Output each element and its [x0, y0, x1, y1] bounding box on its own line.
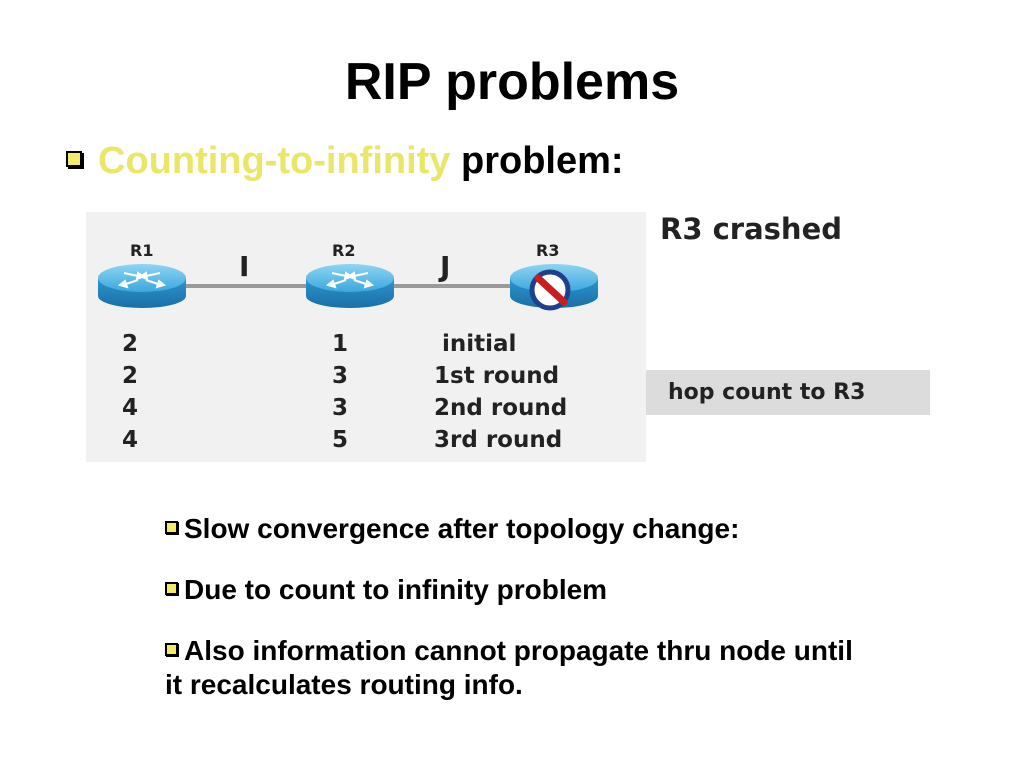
round-label: 2nd round — [434, 395, 568, 421]
r1-hop-count: 4 — [122, 395, 139, 421]
router-label-r2: R2 — [332, 241, 356, 260]
sub-bullet-item: Also information cannot propagate thru n… — [165, 634, 865, 702]
sub-bullet-text: Due to count to infinity problem — [184, 574, 608, 605]
r1-hop-count: 2 — [122, 363, 139, 389]
r2-hop-count: 5 — [332, 427, 349, 453]
bullet-square-icon — [165, 582, 178, 595]
router-r1-icon — [98, 264, 186, 308]
r2-hop-count: 1 — [332, 331, 349, 357]
bullet-square-icon — [66, 151, 82, 167]
router-r2-icon — [306, 264, 394, 308]
router-topology — [98, 264, 598, 311]
sub-bullet-list: Slow convergence after topology change: … — [165, 512, 865, 729]
bullet-square-icon — [165, 521, 178, 534]
sub-bullet-text: Slow convergence after topology change: — [184, 513, 740, 544]
hop-count-note: hop count to R3 — [668, 380, 866, 405]
r3-crashed-note: R3 crashed — [660, 212, 843, 246]
diagram-note-area — [646, 212, 930, 462]
hop-count-note-box: hop count to R3 — [646, 370, 930, 415]
r2-hop-count: 3 — [332, 395, 349, 421]
r2-hop-count: 3 — [332, 363, 349, 389]
sub-bullet-text: Also information cannot propagate thru n… — [165, 635, 853, 700]
router-label-r3: R3 — [536, 241, 560, 260]
r1-hop-count: 4 — [122, 427, 139, 453]
r1-hop-count: 2 — [122, 331, 139, 357]
round-label: 1st round — [434, 363, 560, 389]
link-label-i: I — [239, 250, 250, 283]
link-label-j: J — [440, 250, 451, 283]
main-bullet: Counting-to-infinity problem: — [66, 138, 624, 184]
bullet-highlight: Counting-to-infinity — [98, 140, 451, 182]
slide-title: RIP problems — [344, 53, 680, 111]
bullet-rest: problem: — [461, 140, 624, 182]
bullet-square-icon — [165, 643, 178, 656]
round-label: 3rd round — [434, 427, 563, 453]
round-label: initial — [442, 331, 517, 357]
sub-bullet-item: Slow convergence after topology change: — [165, 512, 865, 546]
network-diagram: R1 R2 R3 I J 2 1 initial 2 3 1st round 4… — [86, 212, 930, 462]
sub-bullet-item: Due to count to infinity problem — [165, 573, 865, 607]
router-r3-crashed-icon — [510, 264, 598, 311]
router-label-r1: R1 — [130, 241, 154, 260]
